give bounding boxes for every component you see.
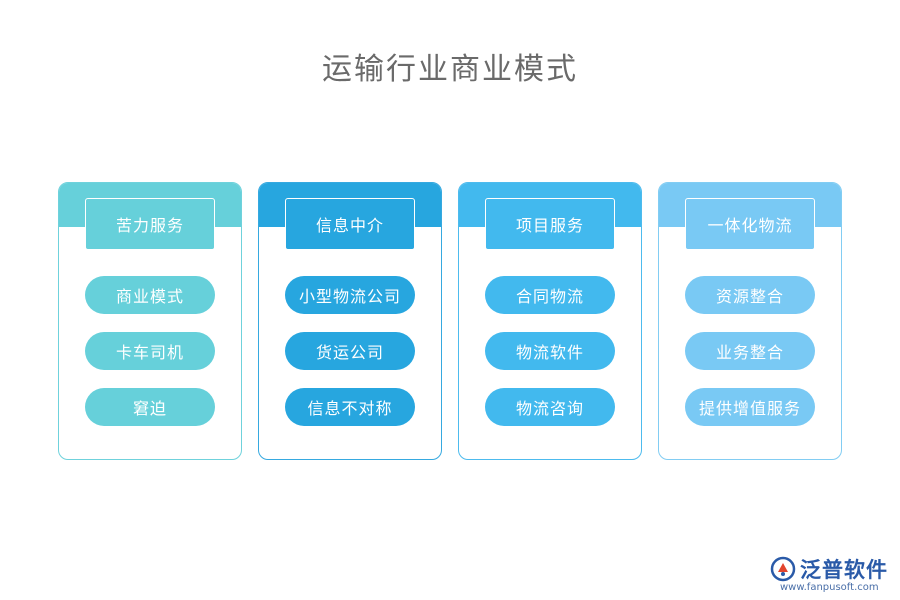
fanpu-logo-icon [770,556,796,582]
column-header: 一体化物流 [685,198,815,250]
logo-url-text: www.fanpusoft.com [780,582,879,593]
diagram-title: 运输行业商业模式 [322,52,578,87]
item-pill: 信息不对称 [285,388,415,426]
column-card-3: 项目服务 合同物流 物流软件 物流咨询 [458,182,642,460]
item-pill: 小型物流公司 [285,276,415,314]
column-header: 苦力服务 [85,198,215,250]
item-pill: 物流软件 [485,332,615,370]
item-pill: 窘迫 [85,388,215,426]
column-header: 项目服务 [485,198,615,250]
column-header: 信息中介 [285,198,415,250]
item-pill: 业务整合 [685,332,815,370]
item-pill: 合同物流 [485,276,615,314]
item-pill: 商业模式 [85,276,215,314]
item-pill: 提供增值服务 [685,388,815,426]
item-pill: 卡车司机 [85,332,215,370]
item-pill: 资源整合 [685,276,815,314]
column-card-1: 苦力服务 商业模式 卡车司机 窘迫 [58,182,242,460]
item-pill: 货运公司 [285,332,415,370]
logo-brand-text: 泛普软件 [800,558,888,582]
item-pill: 物流咨询 [485,388,615,426]
column-card-4: 一体化物流 资源整合 业务整合 提供增值服务 [658,182,842,460]
column-card-2: 信息中介 小型物流公司 货运公司 信息不对称 [258,182,442,460]
fanpu-logo: 泛普软件 [770,554,888,584]
